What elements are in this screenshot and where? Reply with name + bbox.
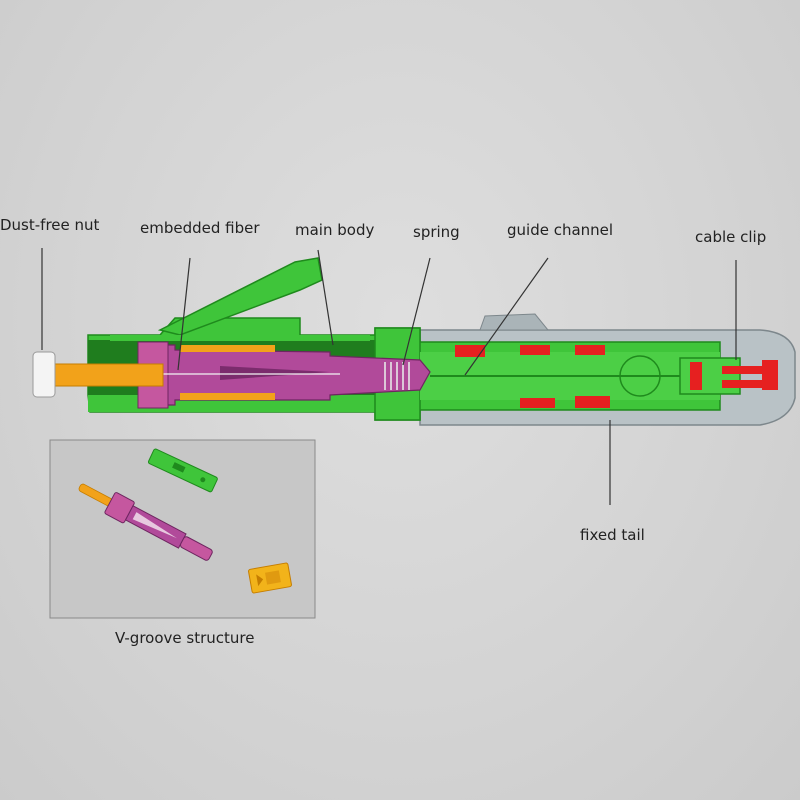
label-embedded-fiber: embedded fiber <box>140 219 260 237</box>
red-clip-6 <box>690 362 702 390</box>
inset-green-part <box>147 448 218 493</box>
label-dust-free-nut: Dust-free nut <box>0 216 100 234</box>
body-upper-wall <box>110 335 370 341</box>
label-main-body: main body <box>295 221 374 239</box>
leader-embedded-fiber <box>177 257 191 371</box>
red-clip-3 <box>575 345 605 355</box>
red-clip-1 <box>455 345 485 357</box>
red-clip-8 <box>722 380 762 388</box>
label-guide-channel: guide channel <box>507 221 613 239</box>
red-clip-4 <box>520 398 555 408</box>
orange-sleeve-top <box>180 345 275 352</box>
dust-free-nut <box>32 351 56 398</box>
label-fixed-tail: fixed tail <box>580 526 645 544</box>
red-clip-5 <box>575 396 610 408</box>
red-clip-7 <box>722 366 762 374</box>
leader-guide-channel <box>464 257 549 376</box>
label-v-groove-structure: V-groove structure <box>115 629 254 647</box>
cable-clip-frame <box>679 357 741 395</box>
label-spring: spring <box>413 223 460 241</box>
orange-sleeve-bottom <box>180 393 275 400</box>
inset-orange-nut <box>248 562 292 594</box>
guide-channel-ring <box>619 355 661 397</box>
leader-spring <box>402 257 431 366</box>
v-groove <box>220 366 330 380</box>
spring-coils <box>384 362 410 390</box>
tail-top-ridge <box>479 313 550 331</box>
inset-ferrule-part <box>78 483 213 561</box>
red-clip-2 <box>520 345 550 355</box>
leader-main-body <box>317 249 334 346</box>
label-cable-clip: cable clip <box>695 228 766 246</box>
ferrule-tip <box>54 363 164 387</box>
red-clip-9 <box>762 360 778 390</box>
